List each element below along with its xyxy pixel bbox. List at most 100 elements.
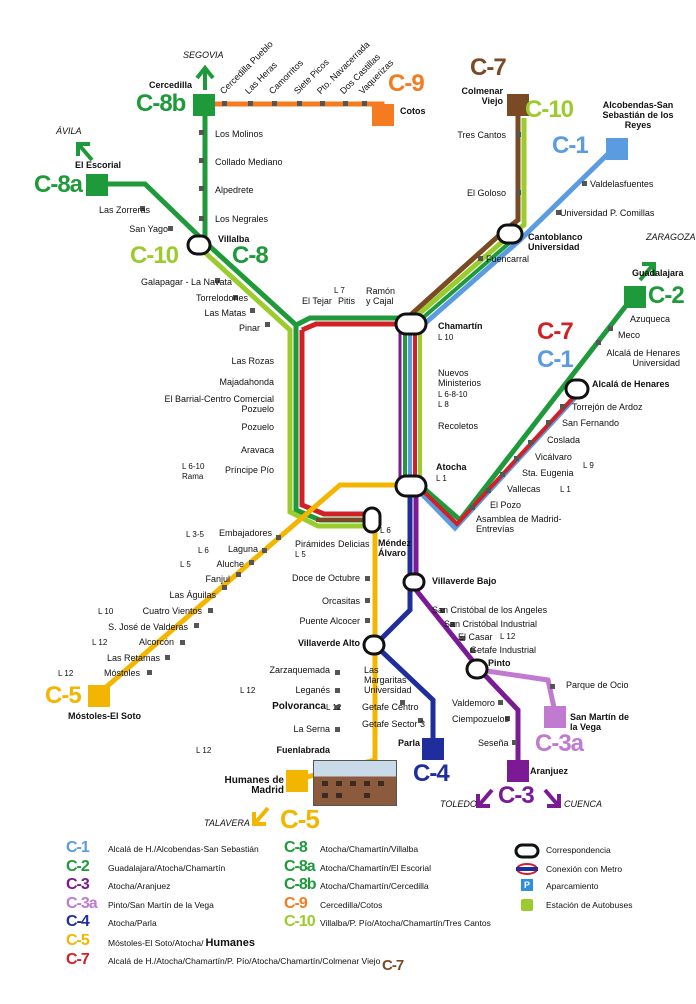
- station-collado: Collado Mediano: [215, 157, 283, 167]
- legend-text-c-3: Atocha/Aranjuez: [108, 881, 171, 892]
- terminal-humanes: [286, 770, 308, 792]
- legend-badge-c-3a: C-3a: [66, 894, 98, 912]
- terminal-parla: [422, 738, 444, 760]
- metro-ref-chamartin: L 10: [438, 333, 454, 342]
- station-tick: [194, 623, 199, 628]
- station-tick: [582, 181, 587, 186]
- legend-parking: Aparcamiento: [546, 881, 599, 891]
- badge-c8: C-8: [232, 242, 269, 269]
- station-san-cristobal-ind: San Cristóbal Industrial: [444, 619, 538, 629]
- station-tick: [222, 585, 227, 590]
- station-azuqueca: Azuqueca: [630, 314, 671, 324]
- station-el-tejar: El Tejar: [302, 296, 332, 306]
- station-aranjuez: Aranjuez: [530, 766, 569, 776]
- metro-ref-mendez: L 6: [380, 526, 391, 535]
- interchange-alcala: [564, 378, 590, 400]
- legend-text-c-1: Alcalá de H./Alcobendas-San Sebastián: [108, 844, 259, 854]
- legend-badge-c-8b: C-8b: [284, 876, 317, 894]
- station-orcasitas: Orcasitas: [321, 596, 360, 606]
- station-tick: [199, 216, 204, 221]
- line-c3a: [479, 667, 558, 713]
- station-tick: [365, 598, 370, 603]
- station-leganes: Leganés: [295, 685, 330, 695]
- station-tick: [460, 636, 465, 641]
- badge-c7-top: C-7: [470, 54, 507, 81]
- terminal-cotos: [372, 104, 394, 126]
- humanes-station-photo: [313, 760, 397, 806]
- metro-ref-aluche: L 5: [180, 560, 191, 569]
- station-tick: [262, 548, 267, 553]
- terminal-aranjuez: [507, 760, 529, 782]
- station-tick: [514, 456, 519, 461]
- station-villaverde-alto: Villaverde Alto: [297, 638, 360, 648]
- station-tick: [265, 322, 270, 327]
- legend-correspondencia: Correspondencia: [546, 845, 611, 855]
- legend-text-c-2: Guadalajara/Atocha/Chamartín: [108, 862, 226, 873]
- station-getafe-sector3: Getafe Sector 3: [362, 719, 426, 729]
- badge-c9: C-9: [388, 70, 425, 97]
- line-c8a: [96, 181, 207, 244]
- station-tick: [450, 622, 455, 627]
- station-asamblea: Asamblea de Madrid-Entrevías: [476, 514, 562, 534]
- station-tick: [486, 488, 491, 493]
- line-c10-west: [198, 246, 375, 529]
- station-cuatro-vientos: Cuatro Vientos: [142, 606, 202, 616]
- legend-text-c-8a: Atocha/Chamartín/El Escorial: [320, 862, 432, 873]
- legend-text-c-9: Cercedilla/Cotos: [320, 899, 383, 910]
- station-recoletos: Recoletos: [438, 421, 479, 431]
- station-puente-alcocer: Puente Alcocer: [299, 616, 360, 626]
- station-tick: [528, 440, 533, 445]
- terminal-alcobendas: [606, 138, 628, 160]
- station-tick: [208, 608, 213, 613]
- direction-segovia: SEGOVIA: [183, 50, 224, 60]
- station-tick: [297, 101, 302, 106]
- arrow-zaragoza-icon: [638, 262, 656, 282]
- station-tick: [276, 535, 281, 540]
- badge-c10-top: C-10: [525, 96, 574, 123]
- station-mendez-alvaro: Méndez Álvaro: [378, 538, 412, 558]
- station-las-zorreras: Las Zorreras: [98, 205, 150, 215]
- station-coslada: Coslada: [547, 435, 581, 445]
- station-polvoranca: Polvoranca: [272, 701, 326, 712]
- legend-text-humanes: Humanes: [205, 937, 255, 949]
- line-top-red: [301, 321, 400, 333]
- station-sta-eugenia: Sta. Eugenia: [522, 468, 574, 478]
- badge-c1-right: C-1: [537, 346, 574, 373]
- station-tick: [500, 472, 505, 477]
- metro-ref-cuatro-vientos: L 10: [98, 607, 114, 616]
- station-tick: [418, 718, 423, 723]
- terminal-san-martin: [544, 706, 566, 728]
- station-fanjul: Fanjul: [205, 574, 230, 584]
- station-tick: [180, 640, 185, 645]
- metro-ref-el-casar: L 12: [500, 632, 516, 641]
- badge-c3a: C-3a: [535, 730, 584, 757]
- legend-text-c-8: Atocha/Chamartín/Villalba: [320, 844, 419, 854]
- station-humanes: Humanes de Madrid: [224, 775, 284, 796]
- legend-badge-c-1: C-1: [66, 839, 90, 856]
- station-valdemoro: Valdemoro: [452, 698, 495, 708]
- legend-badge-c-9: C-9: [284, 894, 308, 912]
- station-vicalvaro: Vicálvaro: [535, 452, 572, 462]
- arrow-segovia-icon: [195, 64, 215, 90]
- badge-c5-bottom: C-5: [280, 804, 320, 834]
- metro-ref-leganes: L 12: [240, 686, 256, 695]
- metro-ref-laguna: L 6: [198, 546, 209, 555]
- station-las-aguilas: Las Águilas: [169, 590, 216, 600]
- station-las-retamas: Las Retamas: [106, 653, 160, 663]
- legend-badge-c-5: C-5: [66, 932, 90, 949]
- station-el-casar: El Casar: [458, 632, 493, 642]
- station-mostoles-soto: Móstoles-El Soto: [68, 711, 142, 721]
- legend-c7-brown: C-7: [382, 957, 404, 974]
- metro-ref-mostoles: L 12: [58, 669, 74, 678]
- interchange-chamartin: [394, 312, 428, 336]
- legend-parking-icon: [521, 879, 533, 891]
- line-se-red: [418, 386, 584, 527]
- legend-metro: Conexión con Metro: [546, 864, 623, 874]
- metro-ref-vallecas: L 1: [560, 485, 571, 494]
- legend-text-c-3a: Pinto/San Martín de la Vega: [108, 899, 214, 910]
- station-tick: [556, 210, 561, 215]
- metro-ref-alcorcon: L 12: [92, 638, 108, 647]
- station-tick: [498, 700, 503, 705]
- station-getafe-centro: Getafe Centro: [362, 702, 419, 712]
- station-atocha: Atocha: [436, 462, 467, 472]
